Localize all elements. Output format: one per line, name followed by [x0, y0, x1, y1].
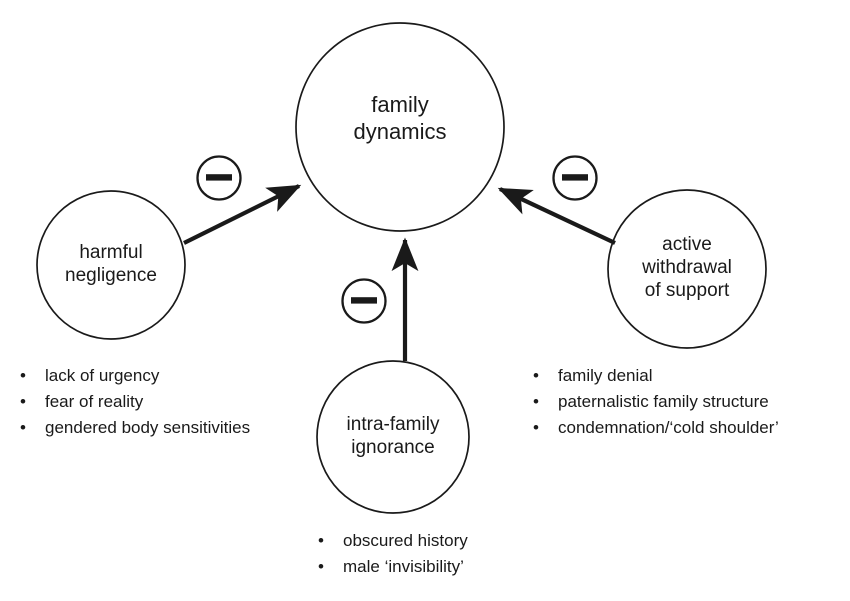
minus-icon [562, 174, 588, 181]
bullet-icon: • [533, 392, 539, 411]
list-item-label: fear of reality [45, 392, 144, 411]
minus-icon [351, 297, 377, 304]
bullet-icon: • [533, 366, 539, 385]
list-item: • male ‘invisibility’ [318, 554, 468, 580]
bullet-icon: • [533, 418, 539, 437]
minus-icon [206, 174, 232, 181]
bullet-list-intra-family-ignorance: • obscured history • male ‘invisibility’ [318, 528, 468, 580]
list-item-label: lack of urgency [45, 366, 160, 385]
bullet-icon: • [20, 392, 26, 411]
list-item: • lack of urgency [20, 363, 250, 389]
bullet-icon: • [318, 531, 324, 550]
list-item: • obscured history [318, 528, 468, 554]
list-item-label: obscured history [343, 531, 468, 550]
node-circle-family-dynamics[interactable] [295, 22, 505, 232]
list-item: • fear of reality [20, 389, 250, 415]
list-item: • paternalistic family structure [533, 389, 779, 415]
polarity-badge-harmful-negligence [196, 155, 242, 201]
list-item: • gendered body sensitivities [20, 415, 250, 441]
node-circle-intra-family-ignorance[interactable] [316, 360, 470, 514]
polarity-badge-active-withdrawal [552, 155, 598, 201]
bullet-icon: • [20, 418, 26, 437]
bullet-list-active-withdrawal: • family denial • paternalistic family s… [533, 363, 779, 441]
list-item: • family denial [533, 363, 779, 389]
list-item-label: gendered body sensitivities [45, 418, 251, 437]
edge-arrow-harmful-negligence [183, 184, 302, 245]
list-item-label: paternalistic family structure [558, 392, 769, 411]
list-item-label: family denial [558, 366, 653, 385]
bullet-icon: • [20, 366, 26, 385]
node-circle-active-withdrawal-of-support[interactable] [607, 189, 767, 349]
node-circle-harmful-negligence[interactable] [36, 190, 186, 340]
edge-arrow-active-withdrawal [497, 187, 616, 245]
bullet-icon: • [318, 557, 324, 576]
list-item-label: male ‘invisibility’ [343, 557, 464, 576]
polarity-badge-intra-family-ignorance [341, 278, 387, 324]
bullet-list-harmful-negligence: • lack of urgency • fear of reality • ge… [20, 363, 250, 441]
list-item-label: condemnation/‘cold shoulder’ [558, 418, 779, 437]
list-item: • condemnation/‘cold shoulder’ [533, 415, 779, 441]
